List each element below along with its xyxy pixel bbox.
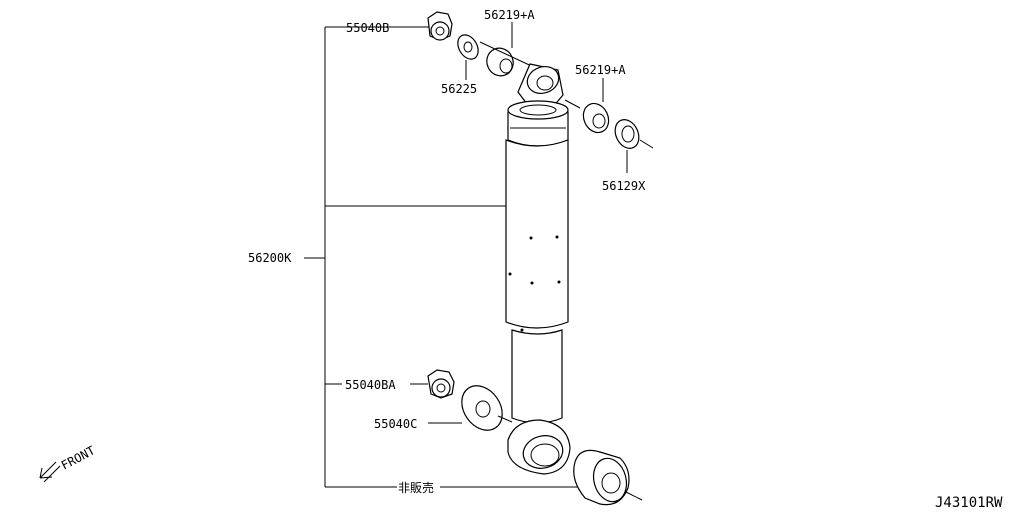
shock-body bbox=[505, 100, 569, 424]
right-bushing-56219a bbox=[564, 78, 610, 134]
front-label: FRONT bbox=[59, 443, 97, 472]
label-56219a-top: 56219+A bbox=[484, 8, 535, 22]
shock-top-eye bbox=[517, 63, 564, 109]
label-55040ba: 55040BA bbox=[345, 378, 396, 392]
label-56129x: 56129X bbox=[602, 179, 646, 193]
top-bushing-56219a bbox=[479, 22, 541, 77]
label-55040c: 55040C bbox=[374, 417, 417, 431]
label-56219a-right: 56219+A bbox=[575, 63, 626, 77]
lower-washer-55040c bbox=[428, 385, 513, 431]
label-56225: 56225 bbox=[441, 82, 477, 96]
label-55040b: 55040B bbox=[346, 21, 389, 35]
lower-nut-55040ba bbox=[410, 369, 455, 399]
front-direction-arrow: FRONT bbox=[39, 443, 97, 483]
top-nut-55040b bbox=[398, 11, 453, 41]
lower-bushing-not-for-sale bbox=[573, 449, 643, 506]
assembly-bracket bbox=[304, 26, 590, 488]
diagram-code: J43101RW bbox=[935, 495, 1003, 511]
label-not-for-sale: 非販売 bbox=[398, 480, 434, 495]
label-56200k: 56200K bbox=[248, 251, 292, 265]
shock-bottom-eye bbox=[507, 419, 571, 475]
right-washer-56129x bbox=[614, 119, 654, 173]
top-washer-56225 bbox=[457, 34, 479, 80]
